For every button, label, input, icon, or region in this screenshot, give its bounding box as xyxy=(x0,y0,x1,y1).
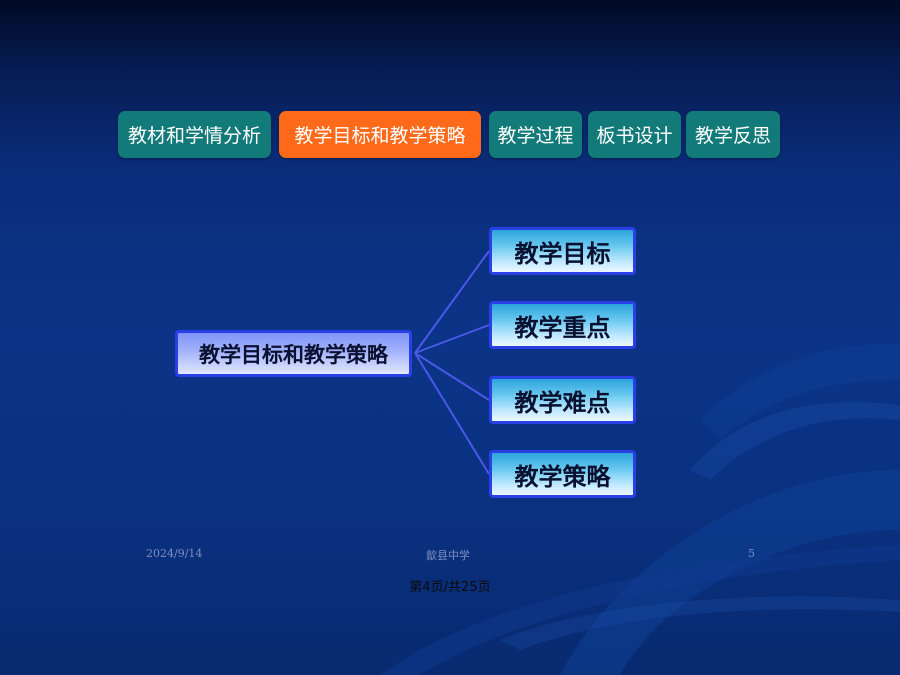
footer-slide-number: 5 xyxy=(748,547,755,560)
tab-materials-analysis[interactable]: 教材和学情分析 xyxy=(118,111,271,158)
connector-difficulties xyxy=(414,352,490,401)
connector-strategies xyxy=(414,352,490,475)
tab-board-design[interactable]: 板书设计 xyxy=(588,111,681,158)
diagram-node-difficulties: 教学难点 xyxy=(489,376,636,424)
diagram-node-strategies: 教学策略 xyxy=(489,450,636,498)
tab-teaching-process[interactable]: 教学过程 xyxy=(489,111,582,158)
diagram-node-goals: 教学目标 xyxy=(489,227,636,275)
diagram-node-key-points: 教学重点 xyxy=(489,301,636,349)
connector-goals xyxy=(414,250,490,354)
footer-school: 歙县中学 xyxy=(426,549,470,562)
tab-teaching-reflection[interactable]: 教学反思 xyxy=(686,111,780,158)
page-counter: 第4页/共25页 xyxy=(409,580,491,595)
connector-key-points xyxy=(414,324,490,354)
footer-date: 2024/9/14 xyxy=(146,547,203,560)
tab-goals-strategies[interactable]: 教学目标和教学策略 xyxy=(279,111,481,158)
diagram-center-node: 教学目标和教学策略 xyxy=(175,330,412,377)
